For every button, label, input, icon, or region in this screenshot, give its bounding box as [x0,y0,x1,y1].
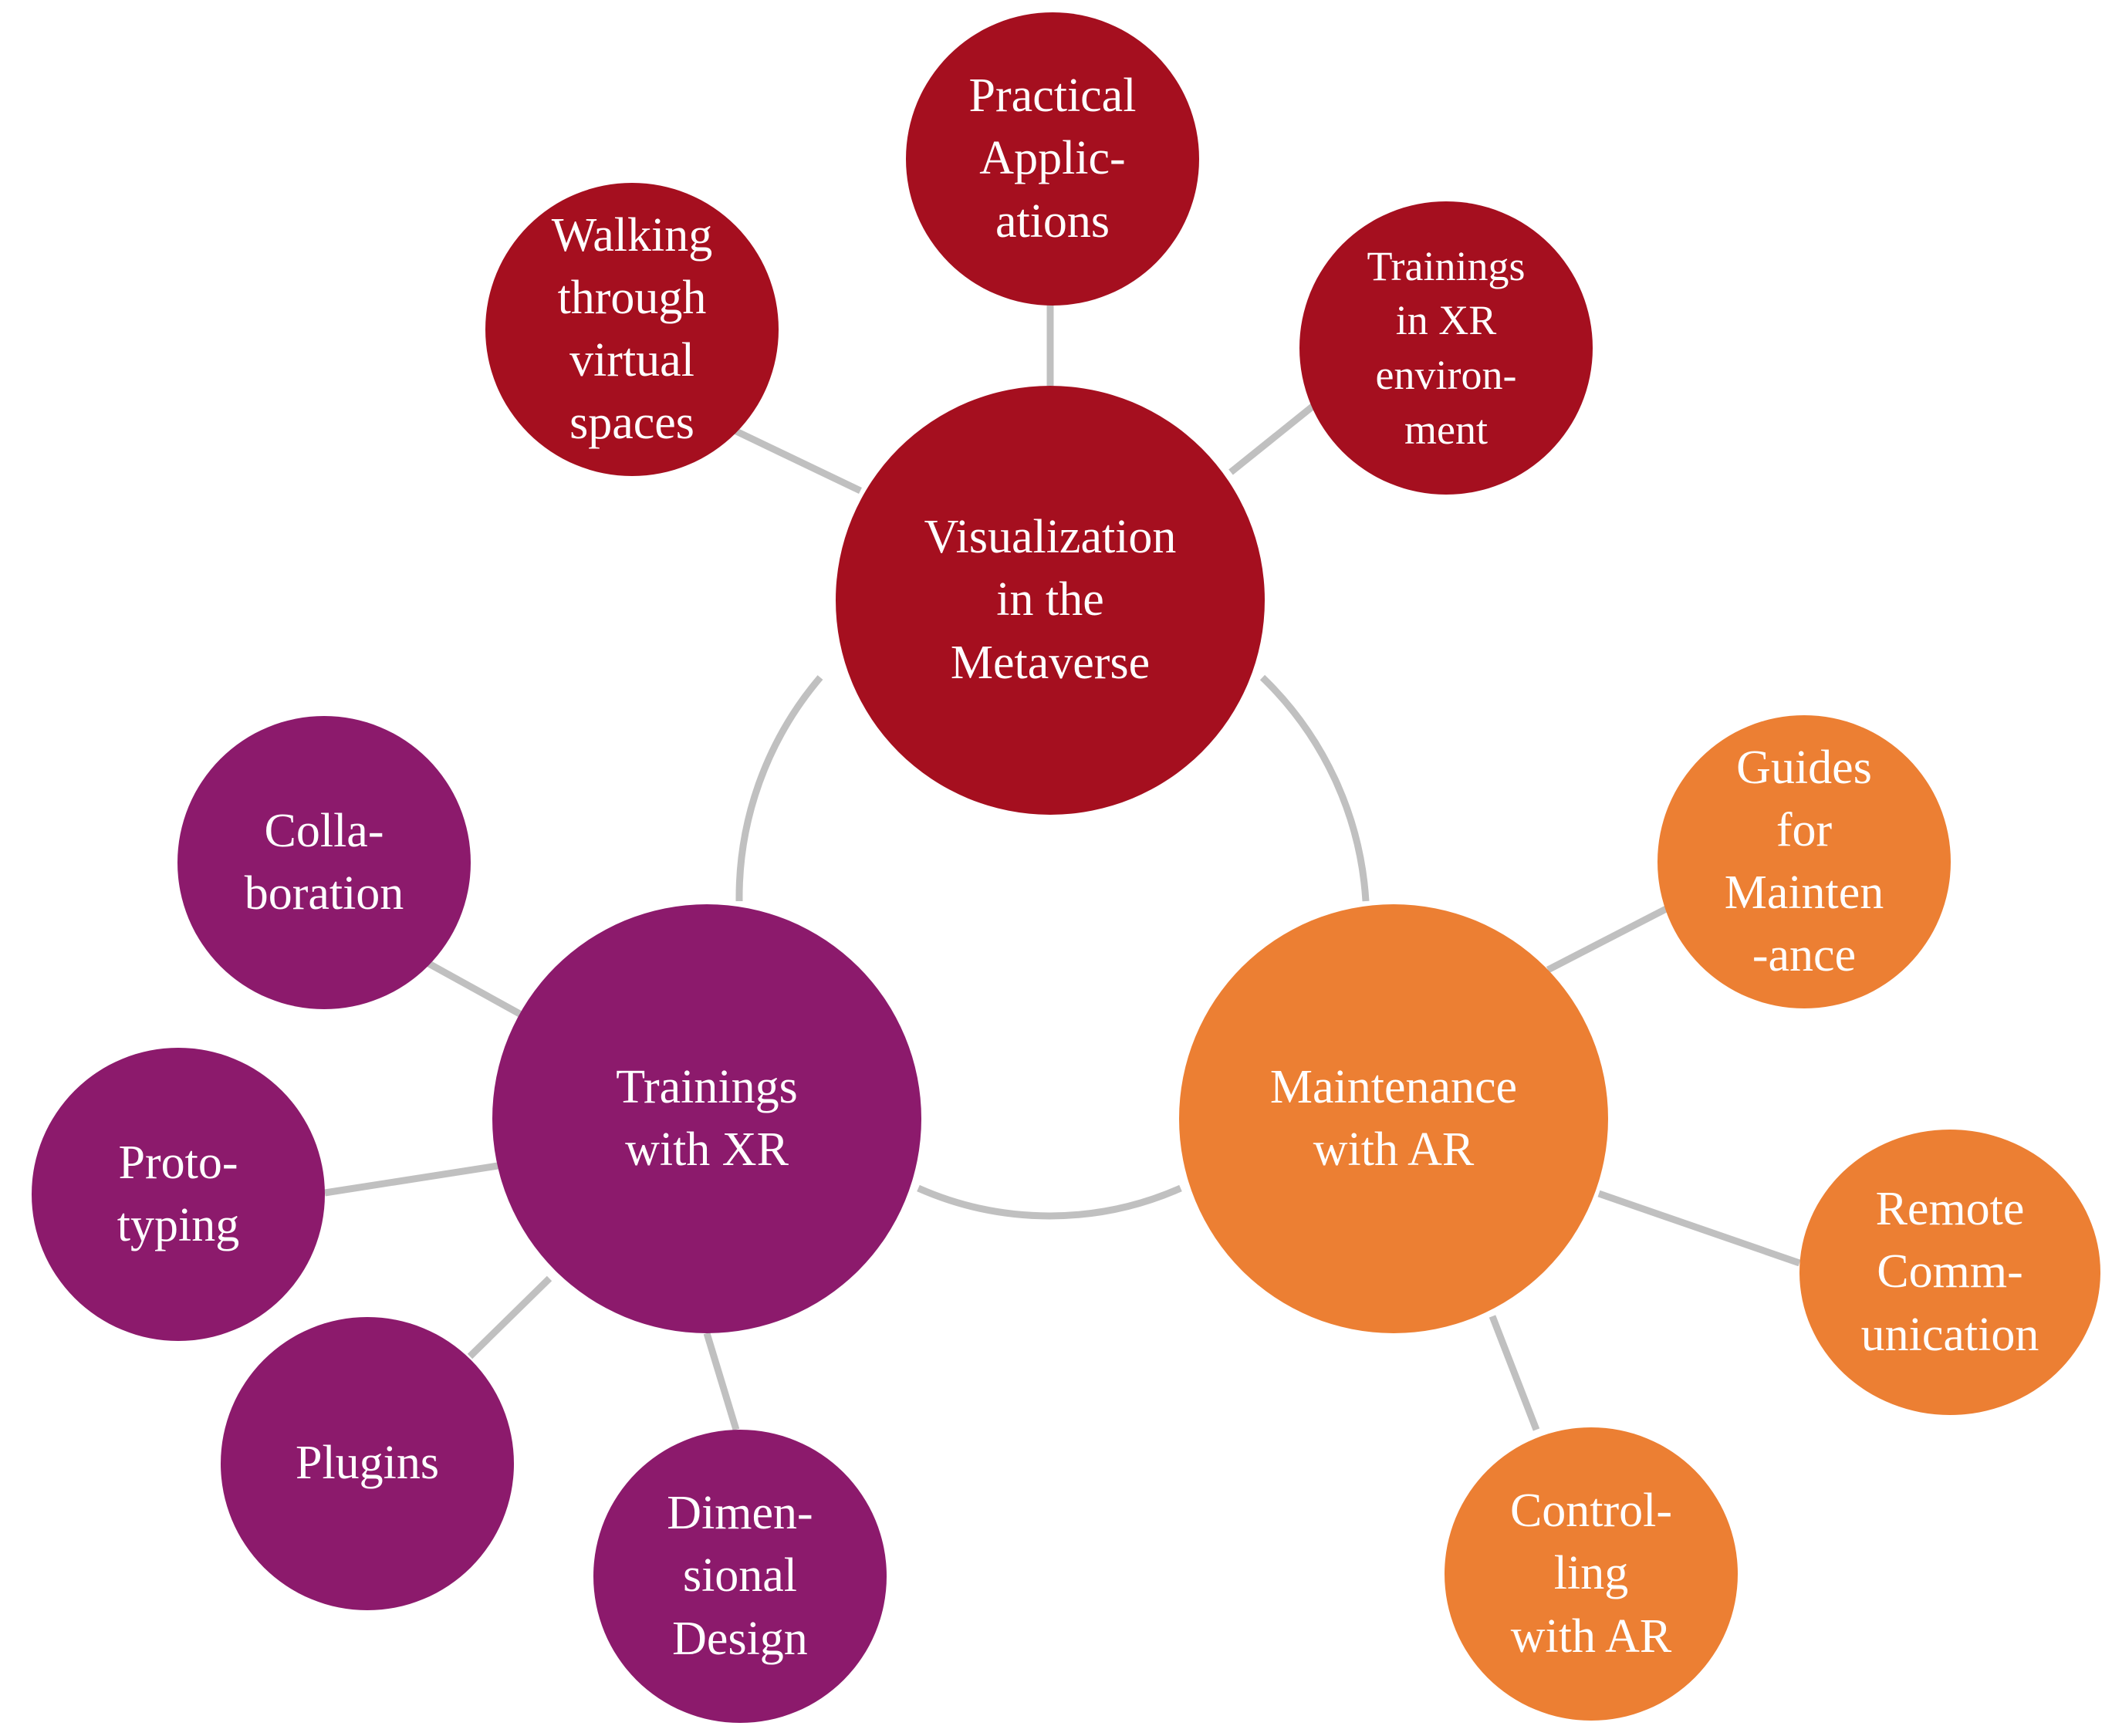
spoke-walking [732,426,862,495]
node-label: Guides for Mainten -ance [1724,741,1884,982]
node-guides-for-maintenance: Guides for Mainten -ance [1657,715,1951,1008]
node-label: Plugins [295,1437,440,1490]
node-trainings-in-xr-environment: Trainings in XR environ- ment [1299,201,1593,495]
node-label: Control- ling with AR [1509,1484,1673,1663]
spoke-plugins [467,1275,552,1359]
spoke-collaboration [425,960,533,1023]
spoke-dimensional-design [703,1332,740,1431]
hub-visualization-in-the-metaverse: Visualization in the Metaverse [836,386,1265,815]
arc-visualization-trainings [735,675,823,902]
node-label: Trainings in XR environ- ment [1367,242,1526,453]
hub-label: Maintenance with AR [1269,1060,1518,1176]
spoke-trainings-xr-env [1228,403,1316,475]
node-remote-communication: Remote Comm- unication [1799,1130,2100,1415]
node-label: Colla- boration [244,804,404,920]
spoke-guides [1546,903,1673,973]
node-practical-applications: Practical Applic- ations [906,12,1199,306]
arc-visualization-maintenance [1259,674,1370,902]
hub-label: Visualization in the Metaverse [924,511,1177,689]
node-label: Practical Applic- ations [968,69,1137,248]
node-label: Proto- typing [117,1136,240,1251]
node-walking-through-virtual-spaces: Walking through virtual spaces [485,183,779,476]
spoke-prototyping [324,1162,498,1197]
node-collaboration: Colla- boration [177,716,471,1009]
spoke-remote [1597,1190,1801,1267]
node-controlling-with-ar: Control- ling with AR [1445,1427,1738,1721]
hub-maintenance-with-ar: Maintenance with AR [1179,904,1608,1333]
node-prototyping: Proto- typing [32,1048,325,1341]
node-plugins: Plugins [221,1317,514,1610]
node-dimensional-design: Dimen- sional Design [593,1430,887,1723]
node-label: Dimen- sional Design [667,1487,813,1665]
arc-trainings-maintenance [917,1184,1182,1220]
node-label: Remote Comm- unication [1860,1183,2039,1361]
hub-label: Trainings with XR [616,1060,798,1176]
node-label: Walking through virtual spaces [551,208,713,450]
spoke-controlling [1489,1315,1540,1431]
hub-trainings-with-xr: Trainings with XR [492,904,921,1333]
